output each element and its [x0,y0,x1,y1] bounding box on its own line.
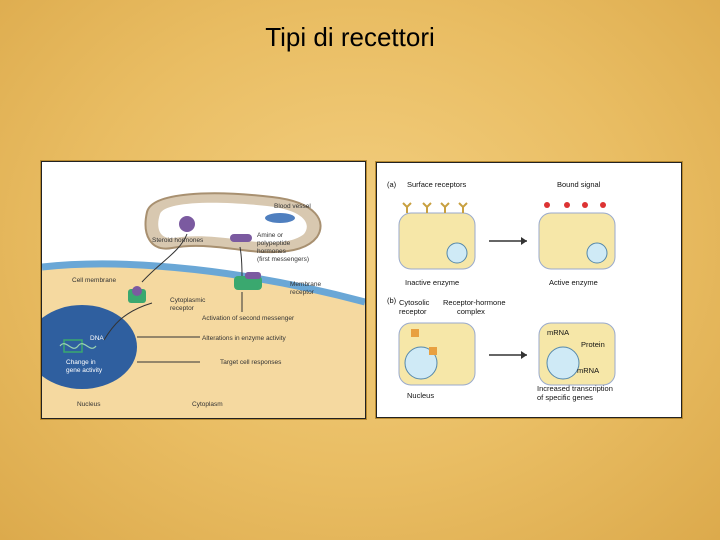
label-blood-vessel: Blood vessel [274,203,311,210]
label-inactive-enzyme: Inactive enzyme [405,278,459,287]
label-cytoplasmic-receptor-1: Cytoplasmic [170,297,206,304]
receptor-to-nucleus-arrow [103,302,153,341]
label-mrna-bottom: mRNA [577,366,599,375]
label-mrna-top: mRNA [547,328,569,337]
label-amine-4: (first messengers) [257,256,309,263]
label-second-messenger: Activation of second messenger [202,315,295,322]
activation-arrowhead-b [521,351,527,359]
hormone-receptor-diagram: Blood vessel Steroid hormones Amine or p… [27,161,366,419]
steroid-arrow [141,233,188,283]
label-alterations: Alterations in enzyme activity [202,335,287,342]
dna-box [63,339,83,353]
label-bound-signal: Bound signal [557,180,601,189]
label-nucleus-b: Nucleus [407,391,434,400]
label-increased-1: Increased transcription [537,384,613,393]
blood-vessel-lumen [158,202,307,243]
red-cell [265,213,295,223]
label-dna: DNA [90,335,104,342]
label-amine-2: polypeptide [257,240,291,247]
label-receptor-hormone-1: Receptor-hormone [443,298,506,307]
label-part-b: (b) [387,296,397,305]
amine-hormone-shape [230,234,252,242]
label-receptor-hormone-2: complex [457,307,485,316]
label-protein: Protein [581,340,605,349]
label-membrane-receptor-2: receptor [290,289,315,296]
amine-arrow [239,246,243,277]
label-part-a: (a) [387,180,397,189]
surface-receptor-icons [402,202,468,213]
receptor-types-diagram: (a) Surface receptors Bound signal Inact… [376,162,682,418]
transcription-nucleus [546,346,580,380]
activation-arrowhead-a [521,237,527,245]
dna-strand [59,343,97,349]
steroid-hormone-shape [179,216,195,232]
label-cytosolic-2: receptor [399,307,427,316]
receptor-types-svg: (a) Surface receptors Bound signal Inact… [387,180,616,402]
bound-hormone-shape [245,272,261,279]
complex-shape [429,347,437,355]
label-increased-2: of specific genes [537,393,593,402]
label-nucleus: Nucleus [77,401,101,408]
label-target-responses: Target cell responses [220,359,282,366]
label-membrane-receptor-1: Membrane [290,281,321,288]
label-active-enzyme: Active enzyme [549,278,598,287]
active-nucleus [586,242,608,264]
label-steroid-hormones: Steroid hormones [152,237,204,244]
label-cytoplasm: Cytoplasm [192,401,223,408]
hormone-receptor-svg: Blood vessel Steroid hormones Amine or p… [27,192,366,418]
label-surface-receptors: Surface receptors [407,180,466,189]
cytosolic-receptor-shape [411,329,419,337]
slide-title: Tipi di recettori [265,22,435,52]
bound-signal-icons [544,202,606,208]
label-change-gene-1: Change in [66,359,96,366]
cell-membrane [41,260,366,306]
inactive-nucleus [446,242,468,264]
label-change-gene-2: gene activity [66,367,103,374]
cytoplasm-region [42,263,365,418]
membrane-receptor-shape [234,276,262,290]
label-amine-3: hormones [257,248,287,255]
label-cytoplasmic-receptor-2: receptor [170,305,195,312]
label-cytosolic-1: Cytosolic [399,298,430,307]
steroid-bound-shape [132,286,142,296]
label-amine-1: Amine or [257,232,284,239]
label-cell-membrane: Cell membrane [72,277,116,284]
